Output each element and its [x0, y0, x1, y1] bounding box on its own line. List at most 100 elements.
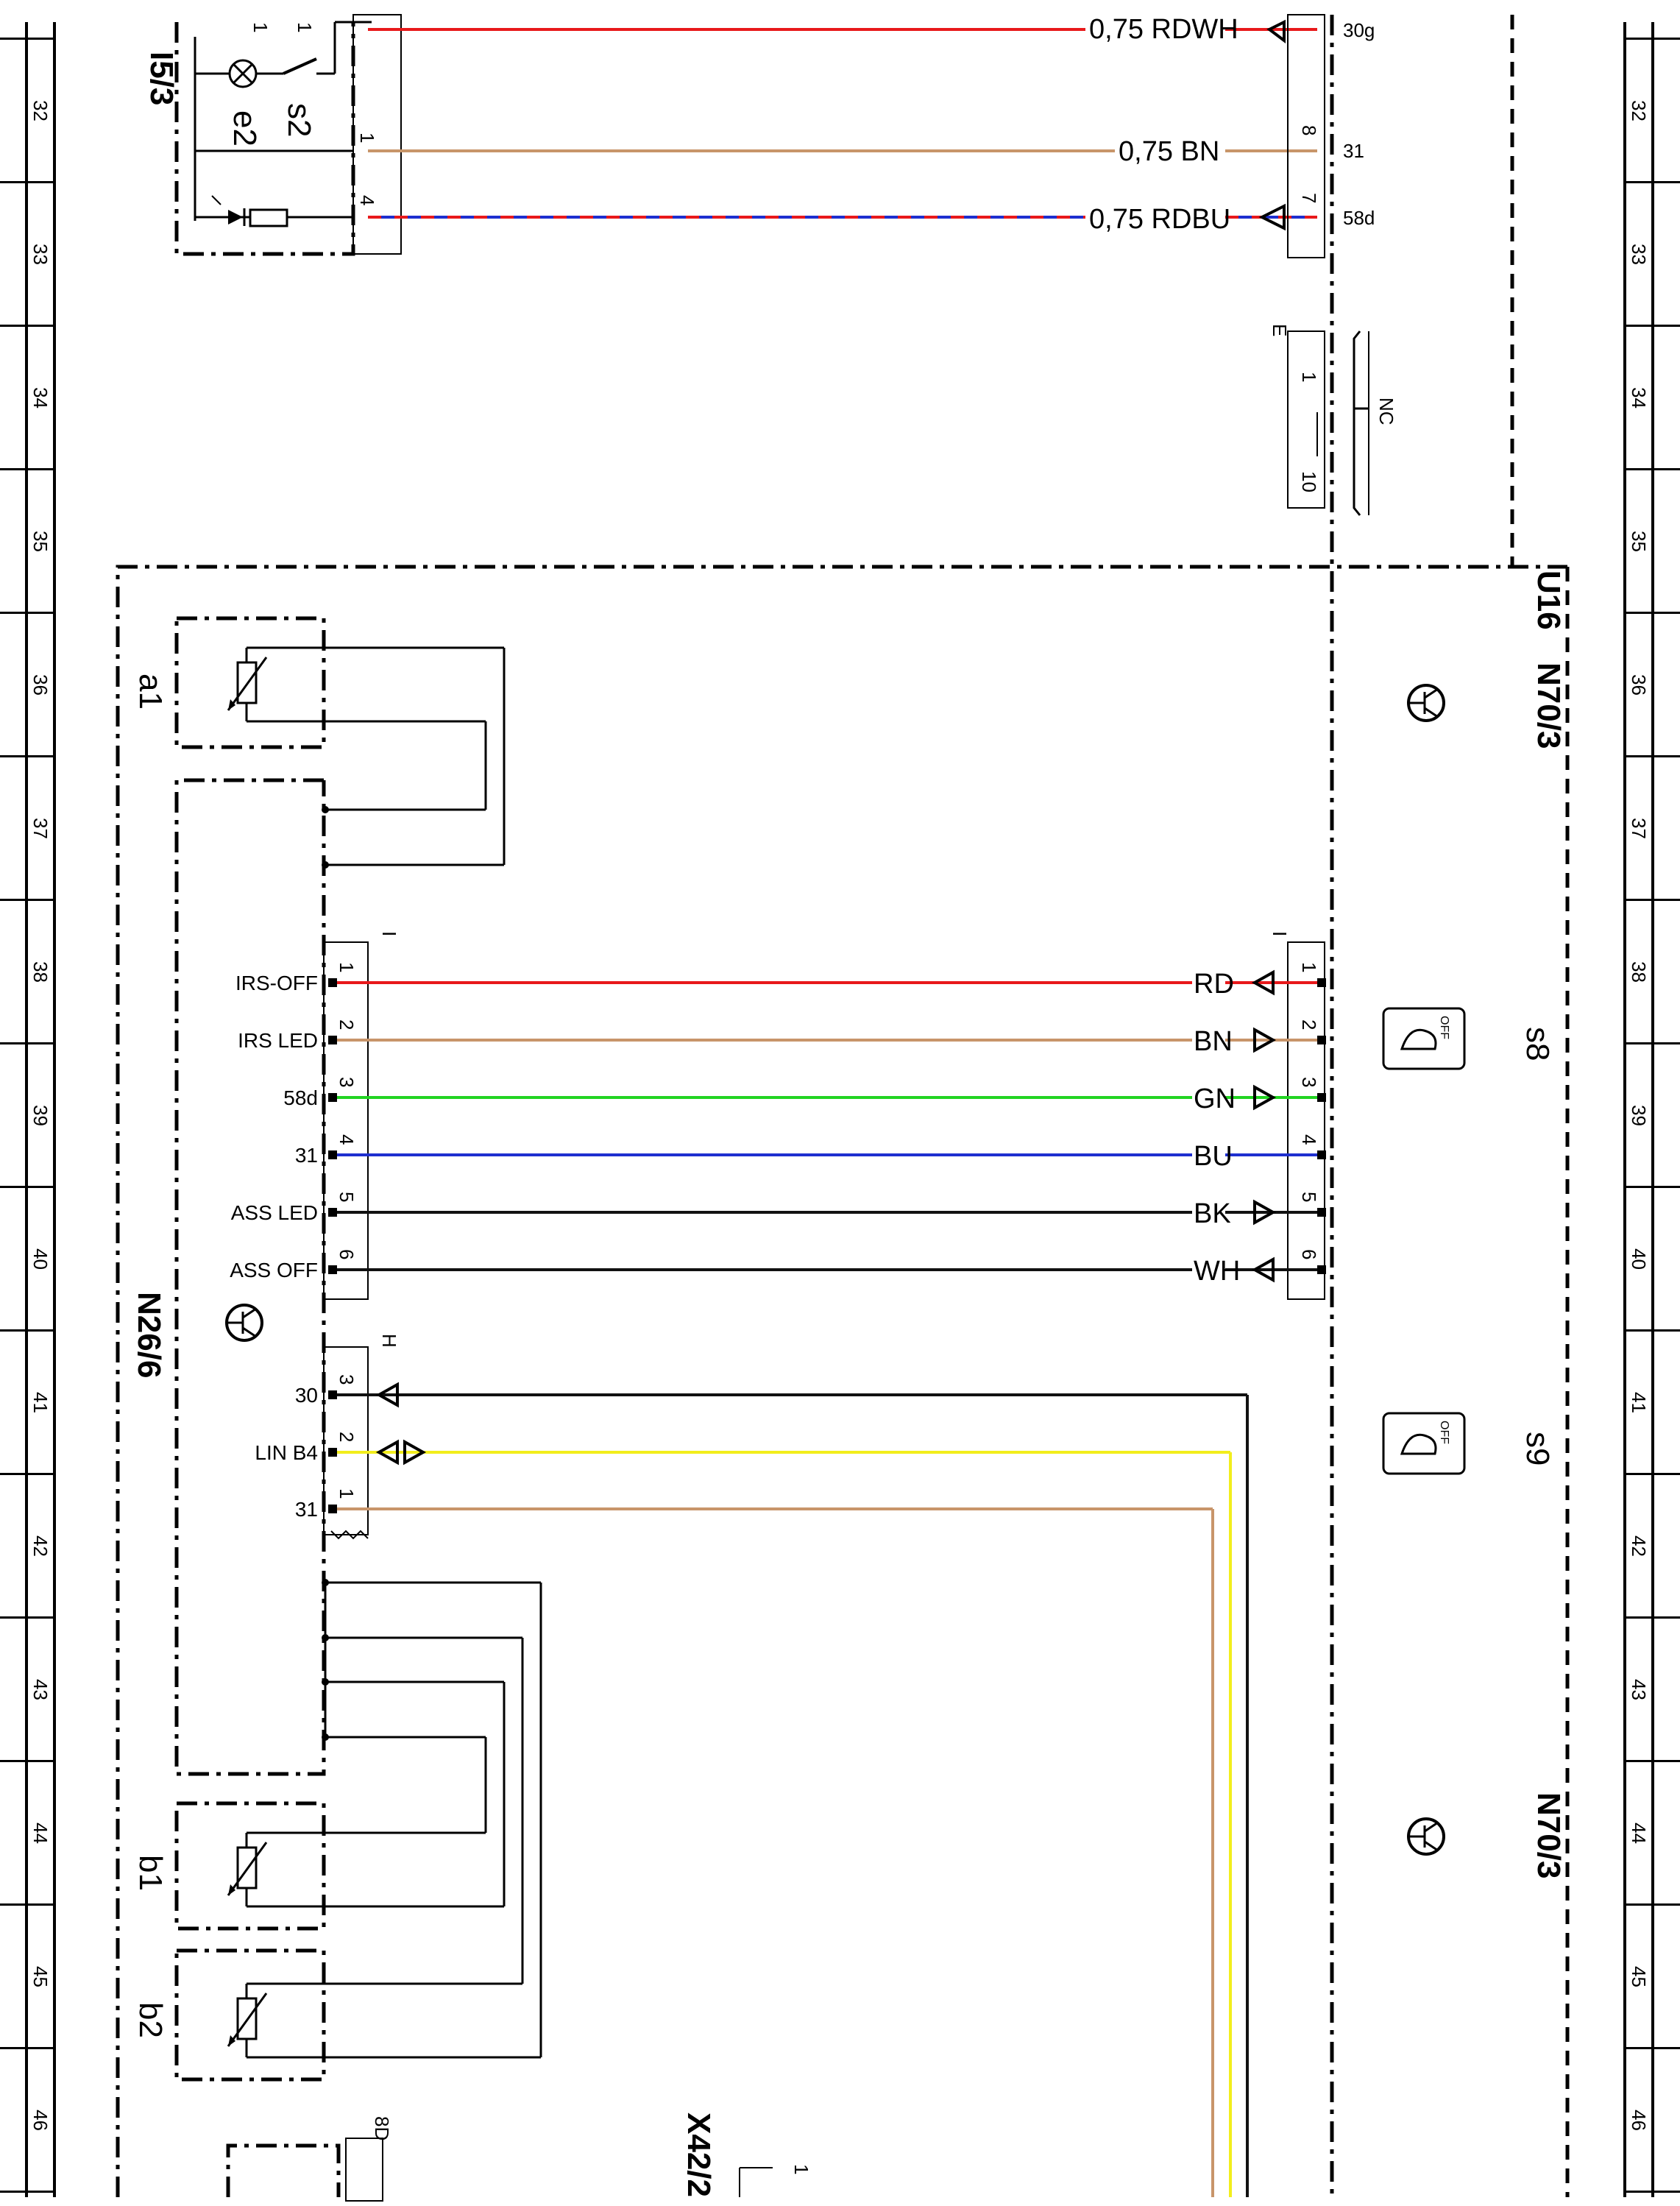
ruler-number: 41	[29, 1392, 52, 1413]
signal-name: ASS OFF	[230, 1259, 318, 1281]
pin-number-left: 5	[336, 1192, 358, 1202]
h-signal-name: 30	[295, 1384, 318, 1407]
bottom-connector	[345, 2138, 383, 2202]
connector-i-label-left: I	[378, 931, 400, 936]
switch-s9-label: s9	[1520, 1432, 1556, 1466]
pin-number-right: 5	[1298, 1192, 1320, 1202]
switch-s8-icon	[1382, 1007, 1466, 1070]
direction-arrow	[375, 1439, 399, 1466]
wire-rdbu-label: 0,75 RDBU	[1089, 204, 1230, 235]
ruler-number: 41	[1628, 1392, 1650, 1413]
ruler-number: 37	[1628, 818, 1650, 839]
ruler-number: 44	[29, 1823, 52, 1844]
h-signal-row: 31 1	[295, 1488, 1214, 2197]
bottom-pin-1: 1	[790, 2164, 812, 2174]
n26-6-label: N26/6	[131, 1292, 167, 1378]
h-pin-number: 1	[336, 1488, 358, 1499]
wire-rdwh	[368, 19, 1317, 43]
ruler-number: 34	[1628, 387, 1650, 409]
pin-marker	[328, 1036, 337, 1044]
wire-bn-top-label: 0,75 BN	[1119, 136, 1219, 167]
ruler-number: 38	[29, 961, 52, 983]
switch-s2-label: s2	[281, 103, 317, 137]
connector-i-label-right: I	[1269, 931, 1291, 936]
pin-number-right: 1	[1298, 962, 1320, 972]
direction-arrow	[1251, 969, 1275, 996]
connector-e-label: E	[1269, 324, 1291, 336]
pin-marker	[328, 1093, 337, 1102]
led-resistor-symbol	[195, 149, 353, 227]
pin-number-left: 1	[336, 962, 358, 972]
pin-number-right: 4	[1298, 1134, 1320, 1145]
ruler-number: 39	[1628, 1105, 1650, 1126]
transistor-icon-n70-top	[1407, 684, 1445, 722]
connector-i-right	[1287, 941, 1325, 1300]
i53-label: I5/3	[143, 52, 180, 105]
direction-arrow	[1251, 1256, 1275, 1283]
sensor-b2-box	[174, 1948, 326, 2082]
terminal-58d-top: 58d	[1343, 207, 1375, 229]
signal-name: 31	[295, 1144, 318, 1167]
bottom-pin-8d: 8D	[371, 2116, 393, 2140]
ruler-number: 33	[29, 244, 52, 265]
pin-marker	[1317, 978, 1326, 987]
pin-8-top: 8	[1298, 125, 1320, 135]
ruler-number: 34	[29, 387, 52, 409]
connector-e-pin-10: 10	[1298, 471, 1320, 492]
ruler-number: 45	[1628, 1966, 1650, 1987]
pin-number-left: 6	[336, 1249, 358, 1259]
pin-marker	[328, 1448, 337, 1457]
connector-e-nc: NC	[1375, 397, 1397, 425]
pin-marker	[328, 1505, 337, 1513]
h-signal-name: 31	[295, 1498, 318, 1521]
ruler-number: 44	[1628, 1823, 1650, 1844]
terminal-30g: 30g	[1343, 19, 1375, 41]
pin-number-left: 4	[336, 1134, 358, 1145]
switch-s8-off: OFF	[1438, 1016, 1450, 1039]
switch-s8-label: s8	[1520, 1027, 1556, 1061]
ruler-number: 46	[1628, 2110, 1650, 2131]
pin-marker	[328, 1390, 337, 1399]
n70-3-label-bottom: N70/3	[1531, 1792, 1567, 1878]
ruler-number: 32	[29, 100, 52, 121]
ruler-number: 35	[1628, 531, 1650, 552]
pin-7-top: 7	[1298, 193, 1320, 203]
pin-marker	[328, 978, 337, 987]
i53-connector	[352, 14, 402, 255]
ruler-number: 36	[29, 674, 52, 696]
pin-marker	[328, 1265, 337, 1274]
sensor-b2-label: b2	[132, 2002, 169, 2038]
i53-pin-4: 4	[356, 195, 378, 205]
ruler-number: 35	[29, 531, 52, 552]
h-pin-number: 2	[336, 1432, 358, 1442]
left-ruler	[25, 22, 56, 2197]
transistor-icon-n70-bottom	[1407, 1817, 1445, 1856]
i53-pin-1a: 1	[249, 22, 272, 32]
direction-arrow	[403, 1439, 427, 1466]
color-code: BU	[1194, 1141, 1233, 1172]
ruler-number: 39	[29, 1105, 52, 1126]
pin-marker	[1317, 1093, 1326, 1102]
i53-pin-1c: 1	[356, 132, 378, 143]
ruler-number: 36	[1628, 674, 1650, 696]
x42-2-label: X42/2	[681, 2113, 717, 2197]
terminal-31-top: 31	[1343, 140, 1364, 162]
transistor-icon-n26	[225, 1304, 263, 1342]
signal-name: IRS-OFF	[235, 972, 318, 994]
direction-arrow	[1253, 1084, 1277, 1111]
switch-s9-icon	[1382, 1412, 1466, 1475]
i53-pin-1b: 1	[294, 22, 316, 32]
ruler-number: 33	[1628, 244, 1650, 265]
bottom-module-box	[226, 2143, 341, 2197]
direction-arrow	[1253, 1199, 1277, 1226]
ruler-ticks	[0, 38, 1680, 2193]
pin-marker	[328, 1150, 337, 1159]
pin-marker	[1317, 1036, 1326, 1044]
h-signal-row: 303	[295, 1374, 1249, 2197]
pin-number-right: 3	[1298, 1077, 1320, 1087]
